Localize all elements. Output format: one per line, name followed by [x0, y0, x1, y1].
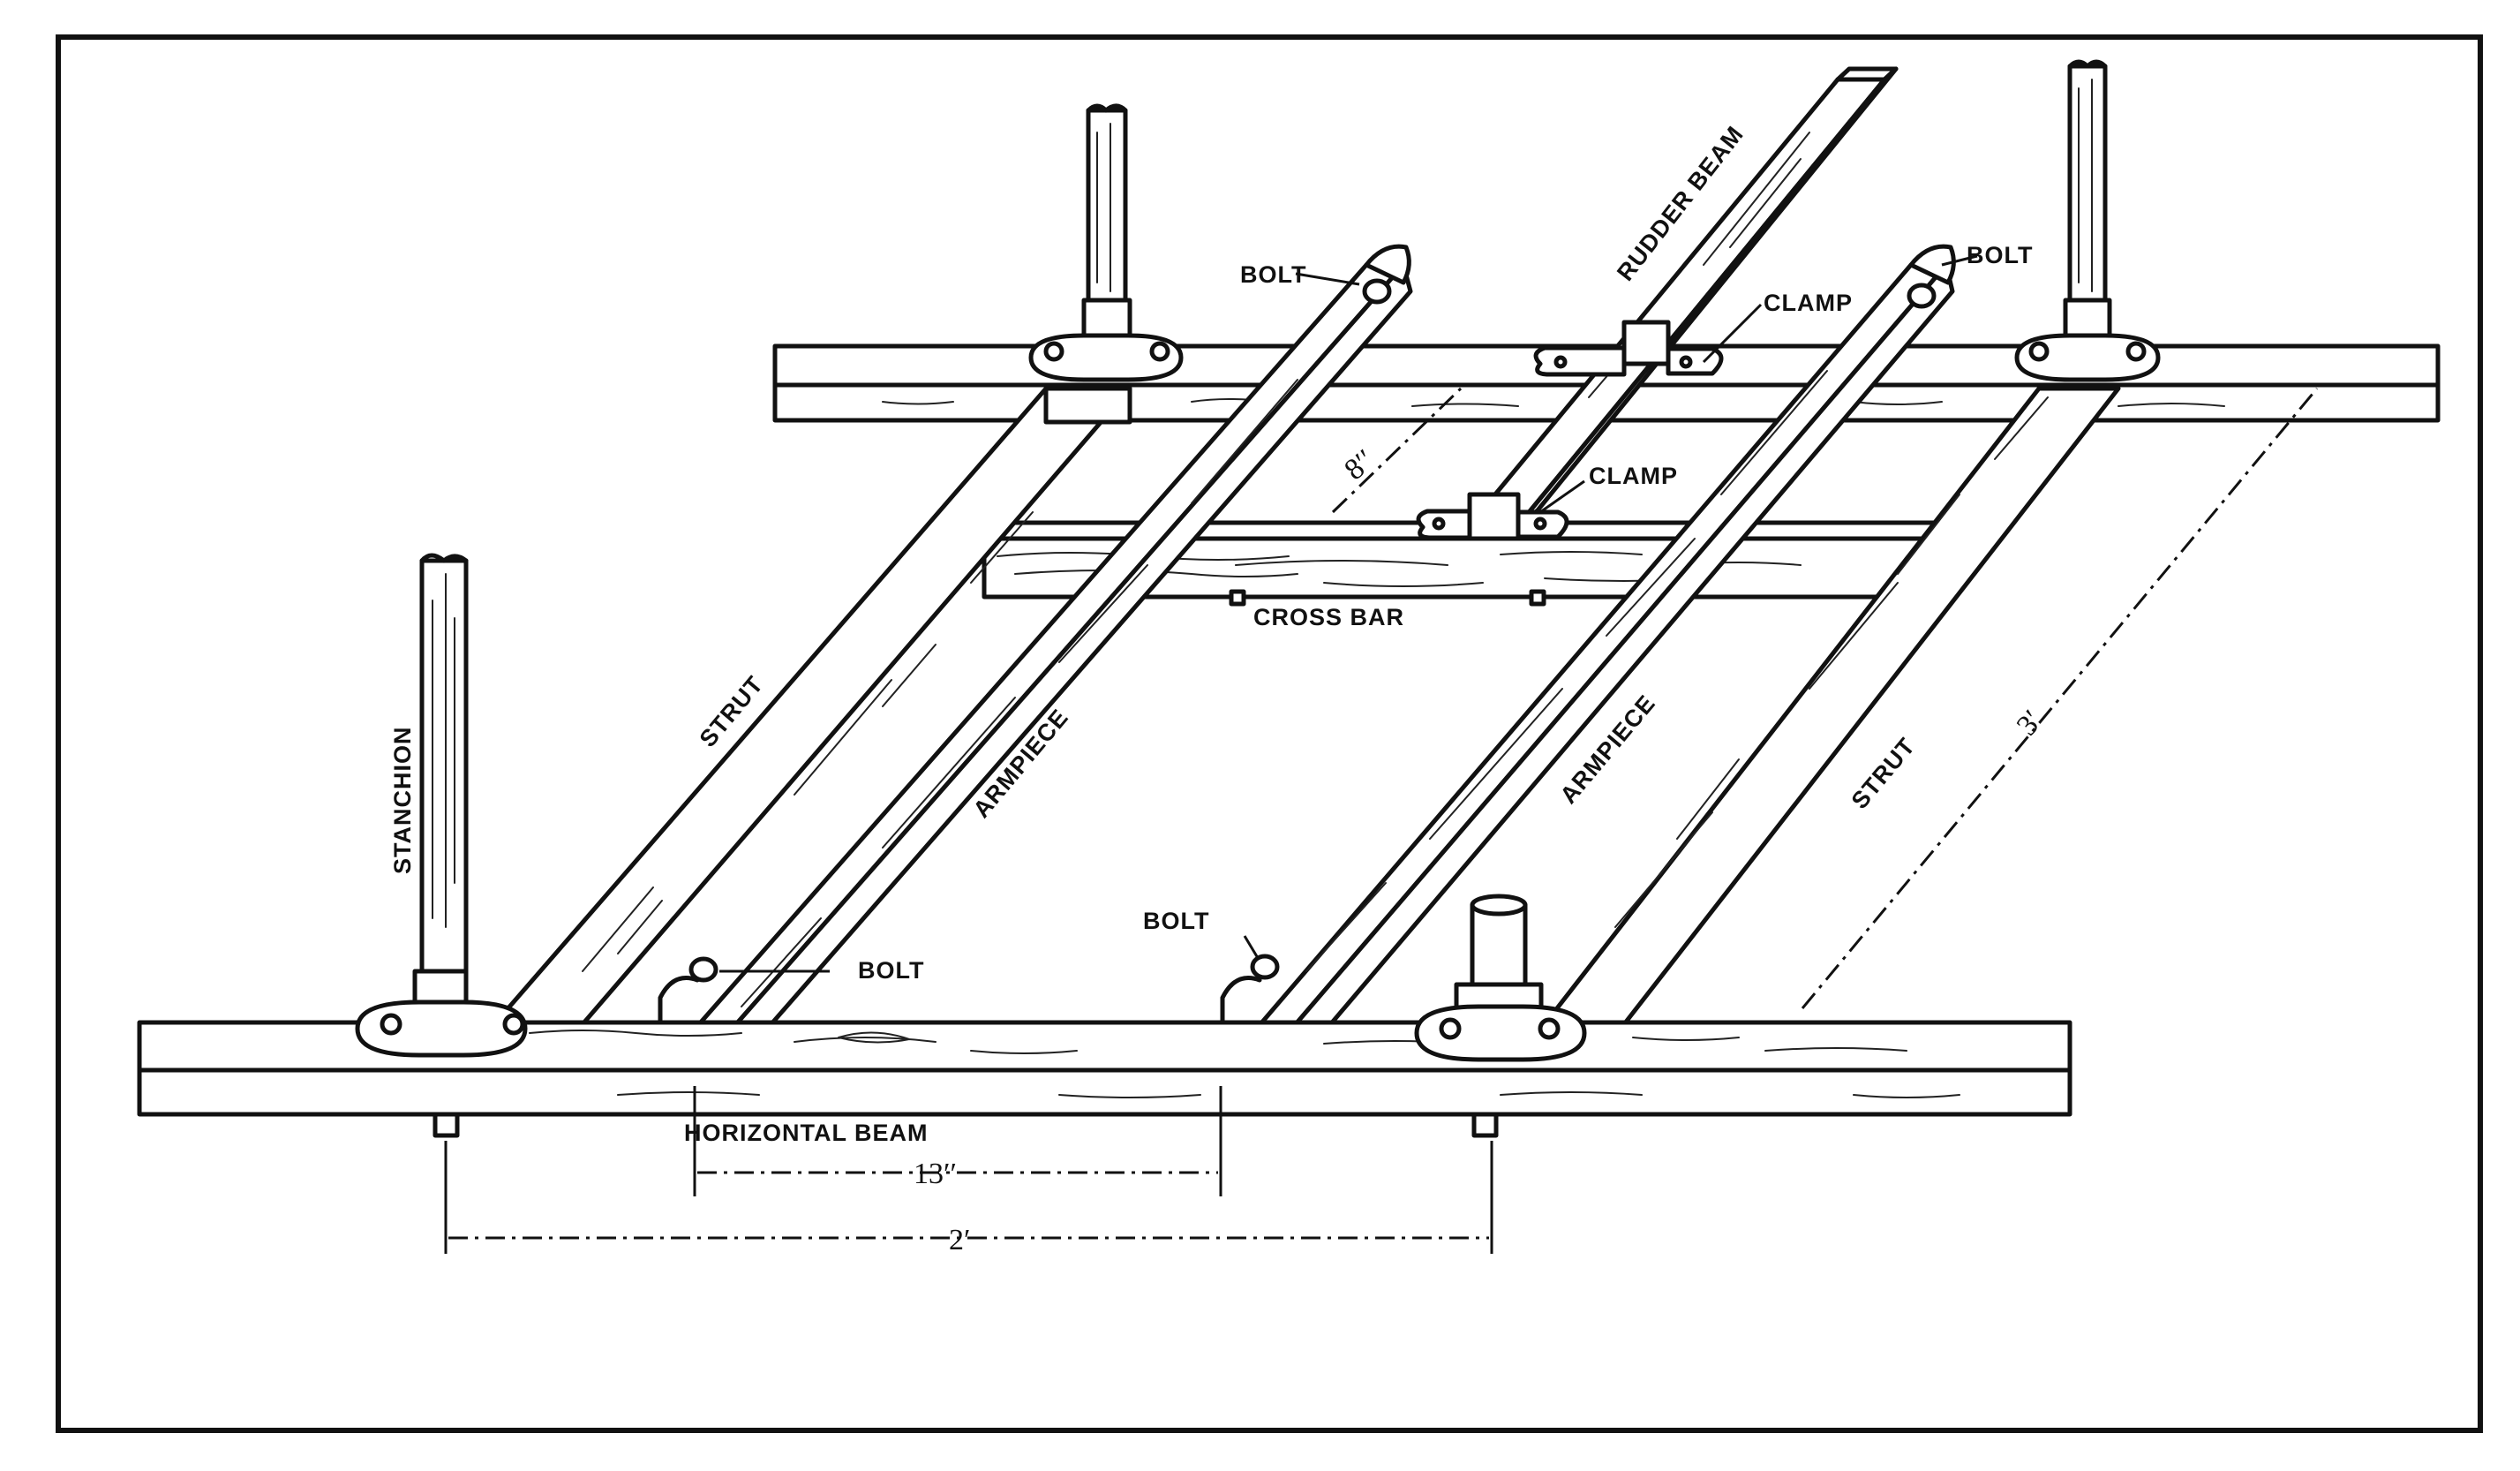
- bolt-label-lower-right: BOLT: [1143, 908, 1209, 934]
- bolt-label-top-left: BOLT: [1240, 261, 1306, 288]
- bolt-label-lower-left: BOLT: [858, 957, 924, 984]
- dimension-lines: [444, 387, 2319, 1254]
- cross-bar-label: CROSS BAR: [1253, 604, 1404, 630]
- clamp-upper: [1533, 345, 1724, 377]
- clamp-lower: [1416, 509, 1569, 540]
- clamp-label-upper: CLAMP: [1764, 290, 1853, 316]
- dimension-13-inch: 13′′: [914, 1158, 957, 1190]
- back-left-stanchion: [1028, 103, 1184, 382]
- drawing-border: [56, 34, 2483, 1433]
- dimension-8-inch: 8′′: [1338, 443, 1380, 487]
- leader-lines: [719, 254, 1978, 973]
- front-right-socket: [1414, 894, 1587, 1062]
- front-left-stanchion: [355, 553, 528, 1058]
- stanchion-label: STANCHION: [389, 727, 416, 875]
- back-right-stanchion: [2014, 59, 2161, 382]
- strut-label-right: STRUT: [1847, 733, 1921, 814]
- horizontal-beam-label: HORIZONTAL BEAM: [684, 1120, 928, 1146]
- bolt-label-top-right: BOLT: [1967, 242, 2033, 268]
- dimension-3-foot: 3′: [2011, 705, 2050, 743]
- clamp-label-lower: CLAMP: [1589, 463, 1678, 489]
- dimension-2-foot: 2′: [949, 1224, 970, 1256]
